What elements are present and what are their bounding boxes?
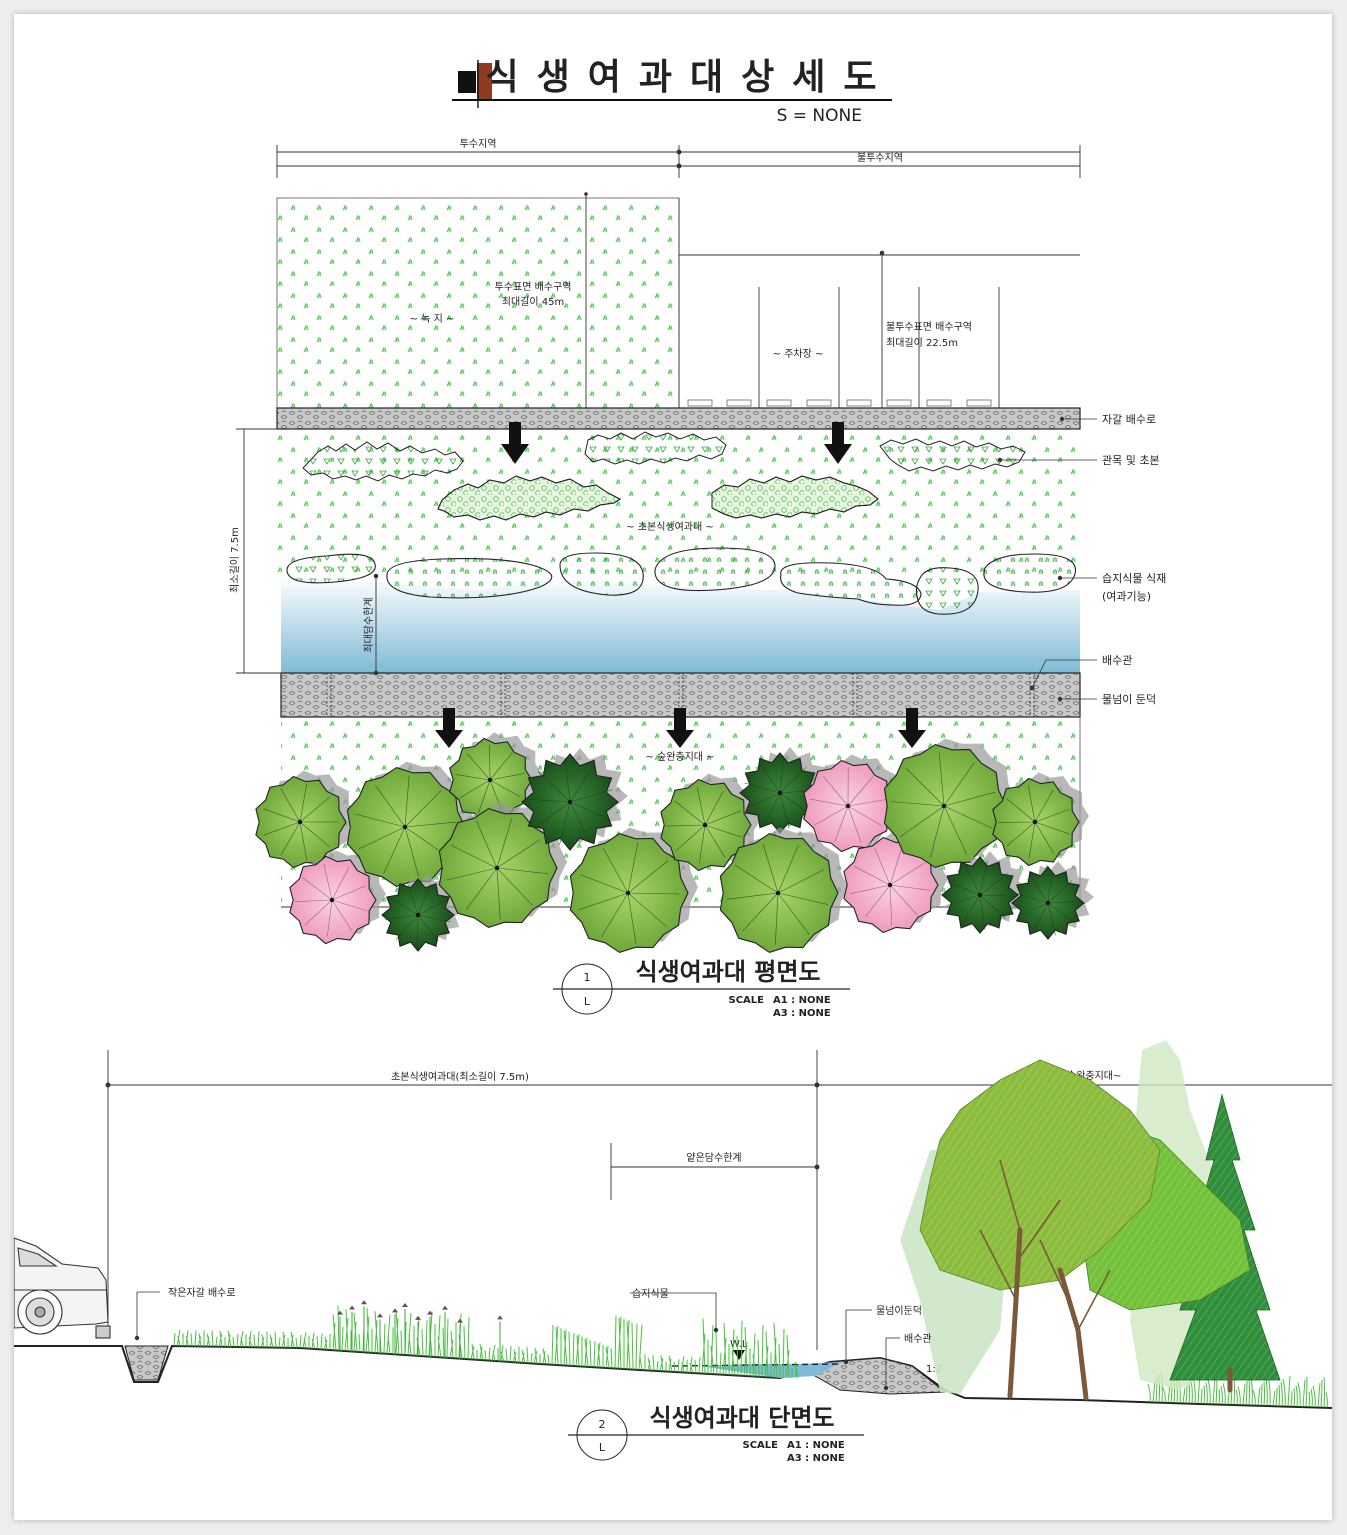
seed-head bbox=[402, 1303, 408, 1355]
plan-tree-dark bbox=[1011, 861, 1094, 940]
callout-wetland-function: (여과기능) bbox=[1102, 590, 1151, 603]
plan-tree-light bbox=[660, 773, 761, 872]
plan-callout-leaders bbox=[997, 416, 1097, 702]
section-berm bbox=[806, 1357, 947, 1395]
section-dimensions bbox=[105, 1050, 1332, 1350]
plan-tree-light bbox=[719, 827, 848, 954]
drain-pipes bbox=[326, 673, 1035, 717]
section-label-sheet: L bbox=[599, 1441, 606, 1454]
parking-area bbox=[678, 198, 1080, 408]
seed-head bbox=[427, 1310, 433, 1357]
plan-view: 투수지역 불투수지역 ~ 녹 지 ~ 투수표면 배수구역 최대길이 45m bbox=[228, 138, 1166, 1019]
section-scale-word: SCALE bbox=[743, 1440, 779, 1451]
section-title: 식생여과대 단면도 bbox=[650, 1404, 835, 1432]
title-block: 식생여과대상세도 S = NONE bbox=[452, 57, 895, 126]
ground-line bbox=[14, 1344, 1332, 1409]
seed-head bbox=[415, 1315, 421, 1356]
detail-drawing: 식생여과대상세도 S = NONE 투수지역 불투수지역 ~ 녹 지 ~ 투수표… bbox=[14, 57, 1332, 1464]
label-parking: ~ 주차장 ~ bbox=[773, 348, 824, 360]
label-pervious-drain: 투수표면 배수구역 bbox=[495, 281, 572, 293]
drawing-scale: S = NONE bbox=[777, 106, 862, 126]
plan-tree-pink bbox=[289, 850, 386, 945]
plan-tree-pink bbox=[803, 754, 904, 853]
dim-pervious-zone: 투수지역 bbox=[460, 138, 497, 150]
callout-gravel-drain: 자갈 배수로 bbox=[1102, 412, 1156, 426]
plan-tree-light bbox=[255, 770, 356, 869]
section-callout-leaders bbox=[134, 1291, 900, 1391]
pervious-green-area bbox=[276, 197, 680, 409]
plan-tree-light bbox=[883, 738, 1016, 869]
plan-tree-light bbox=[449, 732, 542, 823]
section-view: 초본식생여과대(최소길이 7.5m) 얕은담수한계 ~숲완충지대~ W.L 1:… bbox=[14, 1040, 1332, 1464]
seed-head bbox=[497, 1315, 503, 1362]
seed-head bbox=[442, 1305, 448, 1358]
section-scale-a3: A3 : NONE bbox=[787, 1453, 845, 1464]
title-mark-red bbox=[477, 63, 492, 99]
label-slope: 1:2 bbox=[926, 1364, 942, 1375]
section-grass bbox=[173, 1300, 1328, 1408]
shrub-clusters bbox=[302, 431, 1026, 521]
section-drawing-label: 2 L 식생여과대 단면도 SCALE A1 : NONE A3 : NONE bbox=[568, 1404, 864, 1464]
flow-arrows-bottom bbox=[435, 708, 926, 748]
dim-min-length: 최소길이 7.5m bbox=[228, 527, 241, 593]
label-impervious-drain: 불투수표면 배수구역 bbox=[886, 321, 972, 333]
seed-head bbox=[377, 1313, 383, 1354]
title-mark-black bbox=[458, 71, 476, 93]
callout-small-gravel: 작은자갈 배수로 bbox=[168, 1286, 236, 1299]
drawing-title: 식생여과대상세도 bbox=[486, 57, 895, 98]
label-grass-strip: ~ 초본식생여과대 ~ bbox=[626, 521, 714, 533]
label-green-area: ~ 녹 지 ~ bbox=[410, 313, 455, 325]
wetland-plant-beds bbox=[286, 547, 1077, 615]
plan-label-sheet: L bbox=[584, 995, 591, 1008]
plan-trees bbox=[255, 732, 1094, 954]
plan-tree-dark bbox=[521, 748, 628, 851]
label-buffer-zone: ~ 숲완충지대 ~ bbox=[645, 751, 714, 763]
grass-blades bbox=[173, 1305, 799, 1379]
plan-tree-light bbox=[569, 827, 698, 954]
callout-section-drain-pipe: 배수관 bbox=[904, 1333, 932, 1345]
car-illustration bbox=[14, 1237, 111, 1339]
section-trees bbox=[900, 1040, 1281, 1401]
buffer-grass-blades bbox=[1147, 1372, 1328, 1408]
dim-shallow-ponding: 얕은담수한계 bbox=[686, 1151, 741, 1164]
plan-tree-light bbox=[438, 802, 567, 929]
plan-label-number: 1 bbox=[584, 971, 591, 984]
callout-berm: 물넘이 둔덕 bbox=[1102, 693, 1156, 706]
plan-tree-dark bbox=[941, 851, 1028, 934]
plan-scale-word: SCALE bbox=[729, 995, 765, 1006]
dim-impervious-zone: 불투수지역 bbox=[857, 152, 903, 164]
seed-head bbox=[392, 1308, 398, 1355]
seed-head bbox=[337, 1310, 343, 1351]
label-water-level: W.L bbox=[730, 1339, 748, 1350]
plan-dimension-left bbox=[236, 428, 379, 676]
label-impervious-max: 최대길이 22.5m bbox=[886, 336, 958, 349]
seed-head bbox=[361, 1300, 367, 1353]
plan-title: 식생여과대 평면도 bbox=[636, 958, 821, 986]
plan-scale-a1: A1 : NONE bbox=[773, 995, 831, 1006]
drawing-sheet: 식생여과대상세도 S = NONE 투수지역 불투수지역 ~ 녹 지 ~ 투수표… bbox=[14, 14, 1332, 1520]
flow-arrows-top bbox=[501, 422, 852, 464]
small-gravel-trench bbox=[124, 1345, 169, 1381]
plan-dimension-top bbox=[276, 145, 1081, 178]
water-level-line bbox=[671, 1363, 841, 1367]
callout-shrubs: 관목 및 초본 bbox=[1102, 454, 1160, 467]
callout-section-wetland: 습지식물 bbox=[632, 1288, 669, 1300]
callout-drain-pipe: 배수관 bbox=[1102, 654, 1132, 667]
label-pervious-max: 최대길이 45m bbox=[502, 295, 564, 308]
plan-drawing-label: 1 L 식생여과대 평면도 SCALE A1 : NONE A3 : NONE bbox=[553, 958, 850, 1019]
seed-head bbox=[349, 1305, 355, 1352]
plan-scale-a3: A3 : NONE bbox=[773, 1008, 831, 1019]
dim-section-grass-strip: 초본식생여과대(최소길이 7.5m) bbox=[391, 1070, 529, 1083]
callout-section-berm: 물넘이둔덕 bbox=[876, 1305, 922, 1317]
dim-max-ponding: 최대담수한계 bbox=[363, 597, 375, 652]
gravel-drain bbox=[276, 407, 1081, 430]
ponding-water bbox=[281, 576, 1080, 673]
plan-tree-dark bbox=[381, 873, 464, 952]
callout-wetland-plants: 습지식물 식재 bbox=[1102, 572, 1166, 585]
seed-head bbox=[457, 1318, 463, 1359]
section-scale-a1: A1 : NONE bbox=[787, 1440, 845, 1451]
plan-tree-light bbox=[992, 772, 1089, 867]
section-label-number: 2 bbox=[599, 1418, 606, 1431]
water-level-marker bbox=[733, 1350, 745, 1360]
